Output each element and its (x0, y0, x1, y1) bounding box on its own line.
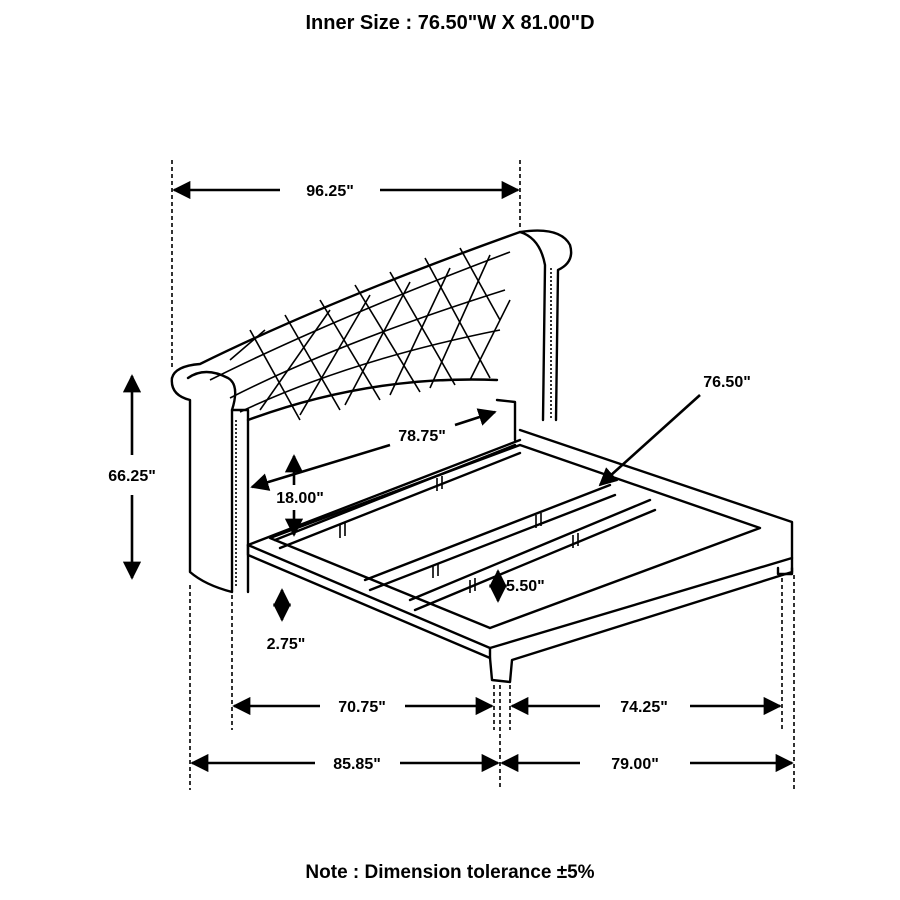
left-wing (170, 370, 237, 594)
headboard-span-label: 78.75" (398, 428, 446, 445)
inner-width-label: 76.50" (703, 374, 751, 391)
headboard-clearance-label: 18.00" (276, 490, 324, 507)
leg-height-label: 2.75" (267, 636, 306, 653)
base-left-label: 85.85" (333, 756, 381, 773)
overall-height-label: 66.25" (108, 468, 156, 485)
bed-frame (246, 398, 794, 684)
front-left-label: 70.75" (338, 699, 386, 716)
base-right-label: 79.00" (611, 756, 659, 773)
headboard-outline (170, 229, 573, 422)
overall-width-label: 96.25" (306, 183, 354, 200)
slat-height-label: 5.50" (506, 578, 545, 595)
inner-size-heading: Inner Size : 76.50"W X 81.00"D (305, 12, 595, 34)
bed-illustration (170, 229, 794, 684)
front-right-label: 74.25" (620, 699, 668, 716)
dimension-labels: 96.25" 66.25" 78.75" 76.50" 18.00" 5.50"… (108, 183, 751, 773)
dimension-lines (122, 160, 795, 790)
tufting-pattern (209, 247, 511, 421)
tolerance-note: Note : Dimension tolerance ±5% (305, 862, 595, 883)
